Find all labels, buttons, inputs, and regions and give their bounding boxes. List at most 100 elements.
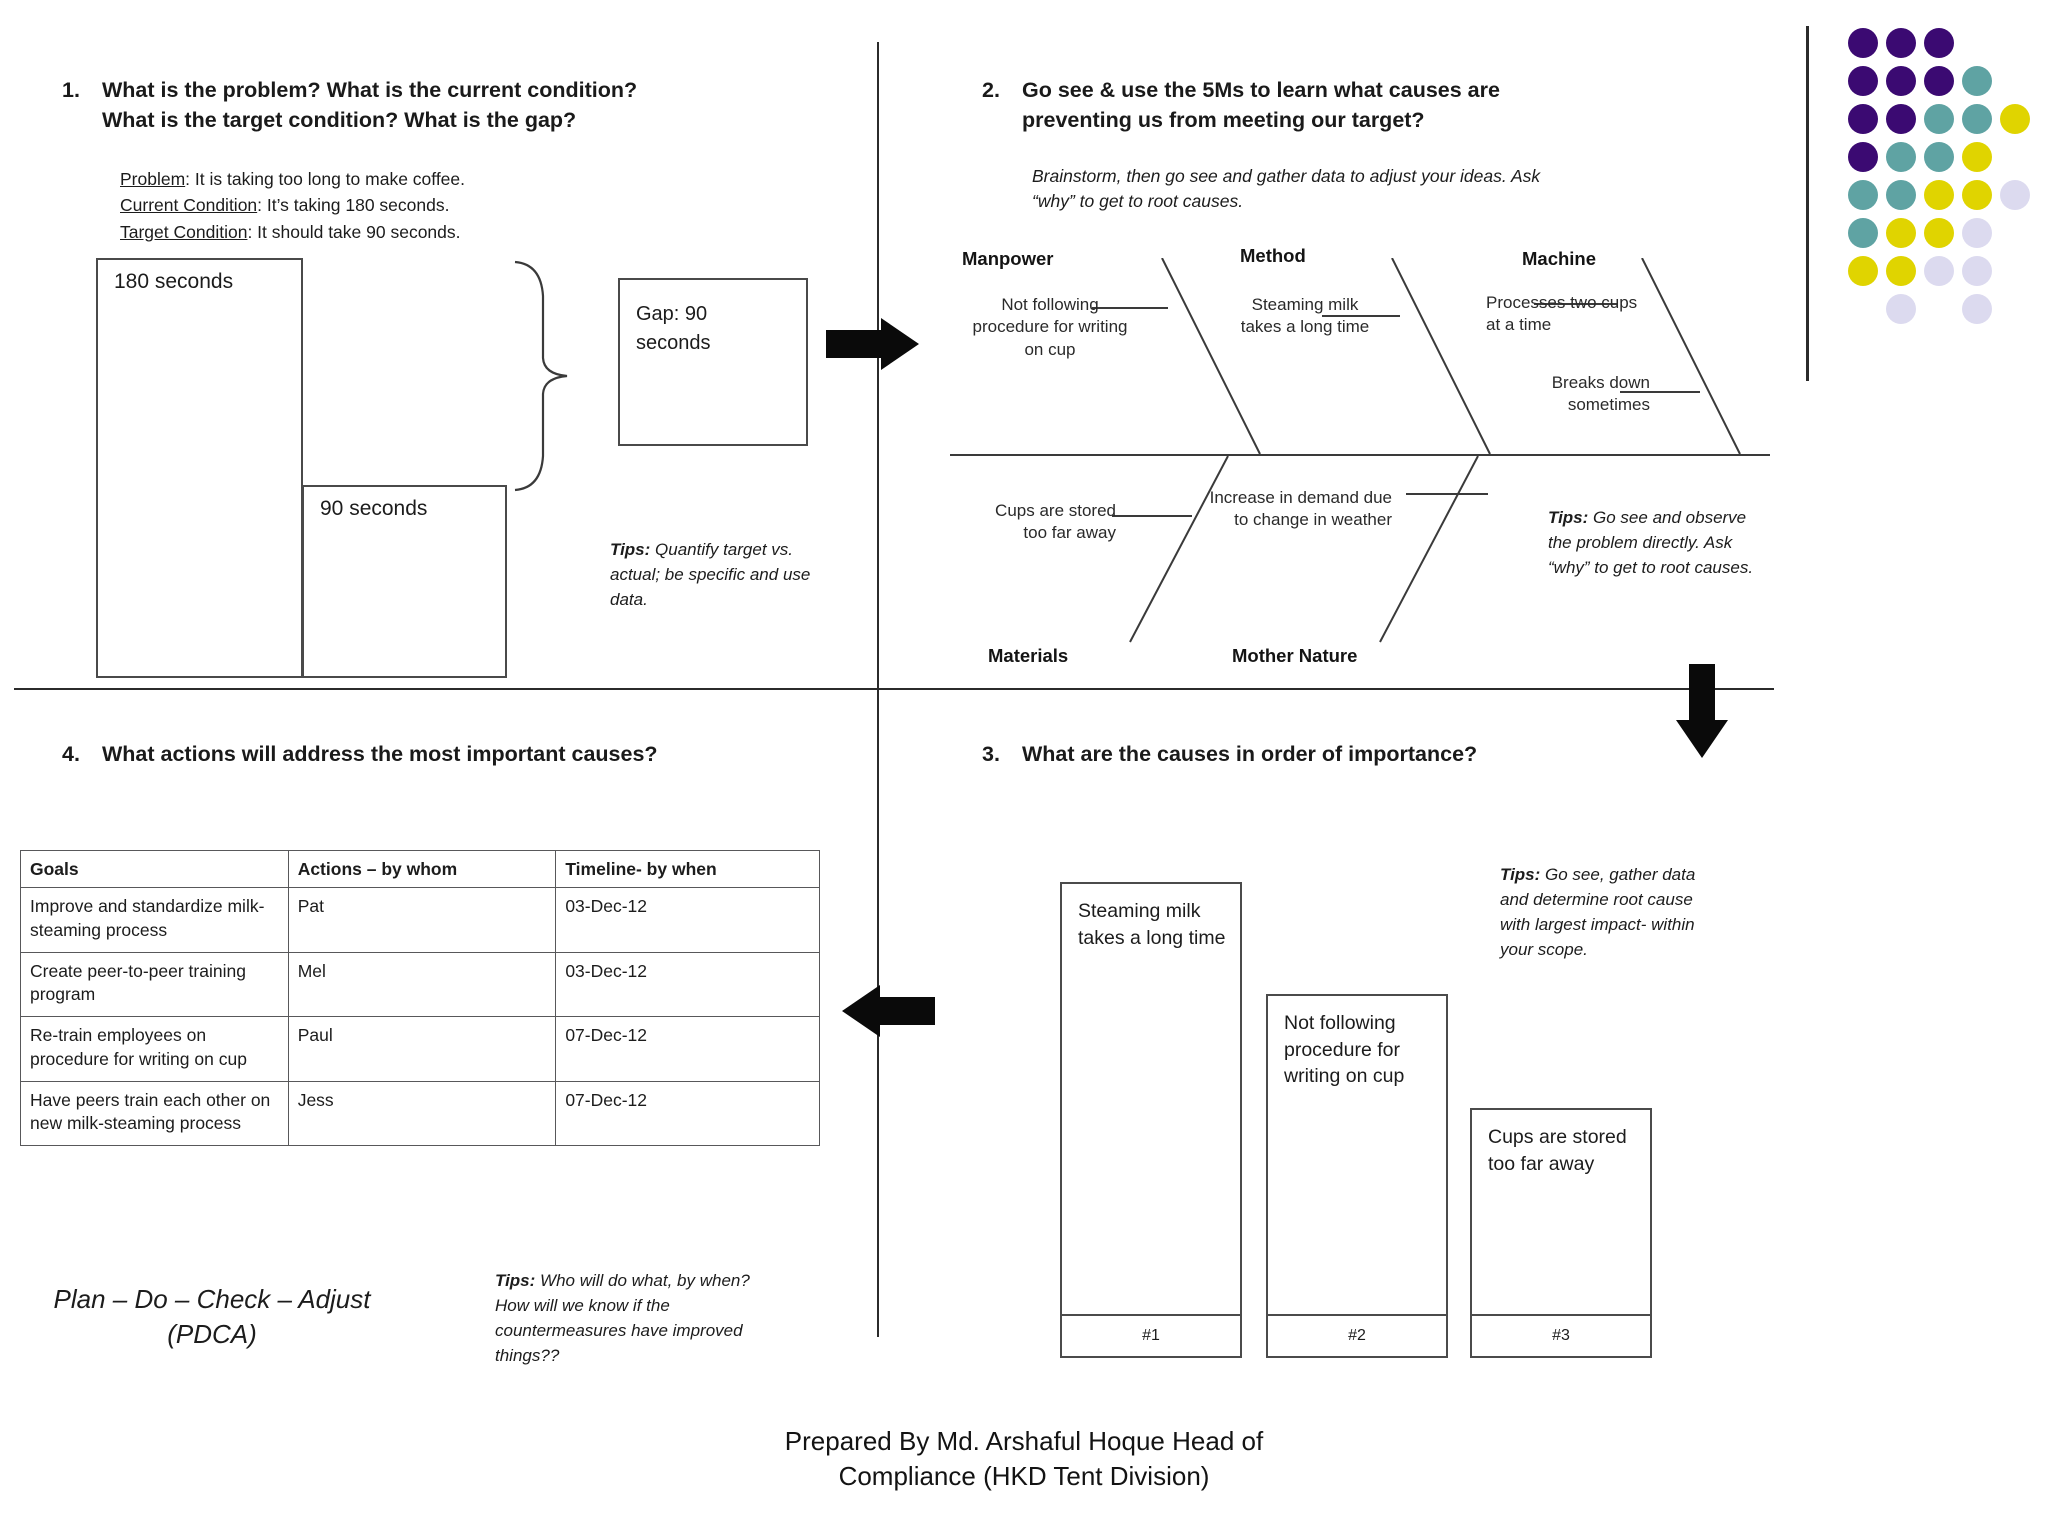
logo-dot bbox=[1886, 180, 1916, 210]
column-header-actions: Actions – by whom bbox=[287, 849, 557, 889]
current-condition-bar-label: 180 seconds bbox=[114, 270, 234, 293]
pareto-bar-1-rank: #1 bbox=[1062, 1314, 1240, 1356]
quadrant2-tips-text: Go see and observe the problem directly.… bbox=[1548, 508, 1754, 578]
arrow-down-icon-q2-q3 bbox=[1676, 664, 1728, 758]
quadrant1-tips: Tips: Quantify target vs. actual; be spe… bbox=[610, 537, 835, 612]
current-condition-label: Current Condition bbox=[120, 195, 258, 216]
target-condition-bar: 90 seconds bbox=[302, 485, 507, 678]
current-condition-text: : It’s taking 180 seconds. bbox=[257, 195, 450, 216]
fishbone-cause-mother-nature-1: Increase in demand due to change in weat… bbox=[1209, 488, 1392, 530]
quadrant3-tips-text: Go see, gather data and determine root c… bbox=[1500, 865, 1696, 960]
quadrant2-heading: 2. Go see & use the 5Ms to learn what ca… bbox=[982, 76, 1682, 135]
target-condition-label: Target Condition bbox=[120, 221, 248, 242]
gap-box: Gap: 90 seconds bbox=[618, 278, 808, 446]
pareto-bar-2-rank: #2 bbox=[1268, 1314, 1446, 1356]
logo-dot bbox=[1924, 104, 1954, 134]
quadrant4-tips-label: Tips: bbox=[495, 1271, 536, 1290]
quadrant4-heading-text: What actions will address the most impor… bbox=[102, 742, 658, 766]
logo-dot bbox=[1924, 218, 1954, 248]
quadrant2-subtext: Brainstorm, then go see and gather data … bbox=[1032, 164, 1732, 214]
fishbone-category-materials: Materials bbox=[988, 645, 1069, 666]
quadrant1-tips-text: Quantify target vs. actual; be specific … bbox=[610, 540, 811, 610]
footer-line1: Prepared By Md. Arshaful Hoque Head of bbox=[784, 1426, 1264, 1456]
logo-dot bbox=[1886, 142, 1916, 172]
cell-goal: Have peers train each other on new milk-… bbox=[20, 1080, 289, 1147]
logo-dot-grid bbox=[1848, 28, 2038, 338]
fishbone-category-method: Method bbox=[1240, 245, 1306, 266]
footer-credit: Prepared By Md. Arshaful Hoque Head of C… bbox=[0, 1424, 2048, 1494]
target-condition-bar-label: 90 seconds bbox=[320, 497, 428, 520]
cell-action: Jess bbox=[287, 1080, 557, 1147]
table-header-row: Goals Actions – by whom Timeline- by whe… bbox=[20, 849, 820, 889]
problem-label: Problem bbox=[120, 169, 186, 189]
quadrant2-subtext-line2: “why” to get to root causes. bbox=[1032, 190, 1244, 211]
logo-dot bbox=[1848, 104, 1878, 134]
logo-dot bbox=[1886, 104, 1916, 134]
logo-dot bbox=[1848, 218, 1878, 248]
fishbone-upper-ribs bbox=[1092, 258, 1741, 455]
actions-table: Goals Actions – by whom Timeline- by whe… bbox=[20, 849, 820, 1147]
logo-dot bbox=[1886, 294, 1916, 324]
arrow-right-icon-q1-q2 bbox=[826, 318, 919, 370]
fishbone-cause-machine-1: Processes two cups at a time bbox=[1486, 293, 1638, 335]
column-header-goals: Goals bbox=[20, 849, 289, 889]
fishbone-cause-manpower-1: Not following procedure for writing on c… bbox=[972, 295, 1128, 359]
fishbone-cause-materials-1: Cups are stored too far away bbox=[995, 501, 1116, 543]
actions-table-wrapper: Goals Actions – by whom Timeline- by whe… bbox=[20, 849, 820, 1147]
gap-brace-icon bbox=[514, 260, 568, 492]
fishbone-category-machine: Machine bbox=[1522, 248, 1597, 269]
logo-dot bbox=[1924, 256, 1954, 286]
quadrant1-heading: 1. What is the problem? What is the curr… bbox=[62, 76, 762, 135]
pareto-bar-3-label: Cups are stored too far away bbox=[1488, 1126, 1627, 1175]
logo-dot bbox=[1848, 66, 1878, 96]
logo-dot bbox=[2000, 180, 2030, 210]
cell-goal: Re-train employees on procedure for writ… bbox=[20, 1016, 289, 1082]
logo-dot bbox=[1886, 218, 1916, 248]
logo-dot bbox=[1962, 256, 1992, 286]
target-condition-line: Target Condition: It should take 90 seco… bbox=[120, 219, 760, 245]
pareto-bar-2: Not following procedure for writing on c… bbox=[1266, 994, 1448, 1358]
quadrant1-number: 1. bbox=[62, 78, 80, 102]
target-condition-text: : It should take 90 seconds. bbox=[247, 221, 461, 242]
logo-dot bbox=[1962, 104, 1992, 134]
quadrant2-tips: Tips: Go see and observe the problem dir… bbox=[1548, 505, 1768, 580]
cell-action: Pat bbox=[287, 887, 557, 953]
current-condition-line: Current Condition: It’s taking 180 secon… bbox=[120, 192, 760, 218]
quadrant4-number: 4. bbox=[62, 742, 80, 766]
cell-goal: Improve and standardize milk-steaming pr… bbox=[20, 887, 289, 953]
quadrant1-tips-label: Tips: bbox=[610, 540, 651, 559]
column-header-timeline: Timeline- by when bbox=[555, 849, 820, 889]
logo-dot bbox=[1848, 28, 1878, 58]
cell-timeline: 07-Dec-12 bbox=[555, 1016, 820, 1082]
logo-dot bbox=[1848, 142, 1878, 172]
logo-dot bbox=[1848, 180, 1878, 210]
cell-action: Paul bbox=[287, 1016, 557, 1082]
pareto-bar-3-rank: #3 bbox=[1472, 1314, 1650, 1356]
table-row: Create peer-to-peer training program Mel… bbox=[20, 951, 820, 1018]
quadrant4-tips: Tips: Who will do what, by when? How wil… bbox=[495, 1268, 785, 1369]
logo-vertical-rule bbox=[1806, 26, 1809, 381]
logo-dot bbox=[2000, 104, 2030, 134]
logo-dot bbox=[1962, 142, 1992, 172]
logo-dot bbox=[1924, 28, 1954, 58]
fishbone-category-mother-nature: Mother Nature bbox=[1232, 645, 1358, 666]
logo-dot bbox=[1924, 66, 1954, 96]
current-condition-bar: 180 seconds bbox=[96, 258, 303, 678]
footer-line2: Compliance (HKD Tent Division) bbox=[838, 1461, 1210, 1492]
table-row: Improve and standardize milk-steaming pr… bbox=[20, 887, 820, 953]
logo-dot bbox=[1886, 28, 1916, 58]
logo-dot bbox=[1886, 66, 1916, 96]
quadrant3-heading: 3. What are the causes in order of impor… bbox=[982, 740, 1682, 770]
quadrant2-tips-label: Tips: bbox=[1548, 508, 1589, 527]
logo-dot bbox=[1924, 180, 1954, 210]
logo-dot bbox=[1924, 142, 1954, 172]
fishbone-cause-method-1: Steaming milk takes a long time bbox=[1240, 295, 1370, 337]
logo-dot bbox=[1886, 256, 1916, 286]
quadrant2-heading-line2: preventing us from meeting our target? bbox=[1022, 107, 1425, 132]
logo-dot bbox=[1962, 180, 1992, 210]
pdca-line2: (PDCA) bbox=[167, 1318, 257, 1349]
cell-timeline: 07-Dec-12 bbox=[555, 1080, 820, 1147]
problem-line: Problem: It is taking too long to make c… bbox=[120, 166, 760, 192]
pdca-label: Plan – Do – Check – Adjust (PDCA) bbox=[22, 1282, 402, 1352]
pareto-bar-2-label: Not following procedure for writing on c… bbox=[1284, 1012, 1405, 1088]
